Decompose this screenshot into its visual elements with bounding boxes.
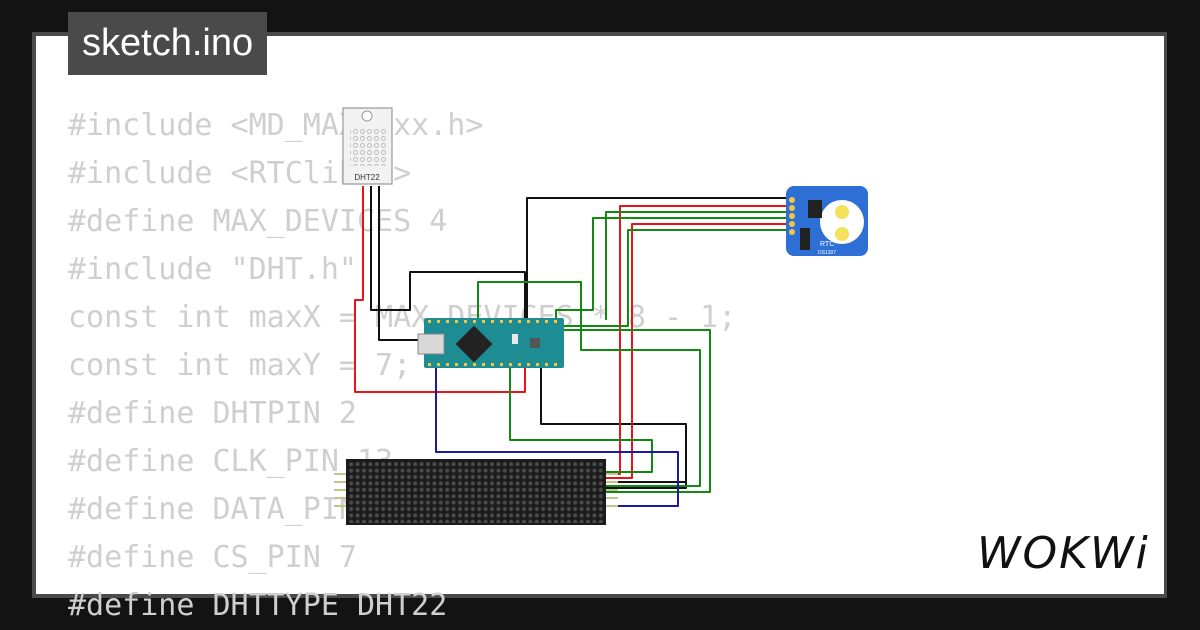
rtc-chip-label: DS1307 <box>818 250 836 256</box>
code-line: const int maxY = 7; <box>68 348 412 383</box>
sensor-grill <box>350 128 386 166</box>
preview-card: #include <MD_MAX72xx.h>#include <RTClib.… <box>36 36 1164 623</box>
wires <box>354 186 792 507</box>
logo-text: WOKWi <box>977 528 1150 579</box>
bottom-pin-row <box>428 363 557 366</box>
led <box>512 334 518 344</box>
file-tab[interactable]: sketch.ino <box>68 12 268 75</box>
wokwi-logo: WOKWi <box>977 528 1150 579</box>
code-line: #define CS_PIN 7 <box>68 540 357 575</box>
battery-holder <box>820 200 864 244</box>
matrix-input-pins <box>334 473 346 507</box>
usb-connector <box>417 333 445 355</box>
matrix-output-pins <box>606 473 618 507</box>
microcontroller-chip <box>455 325 493 363</box>
rtc-pin-row <box>789 197 795 235</box>
code-line: #define DHTPIN 2 <box>68 396 357 431</box>
sensor-label: DHT22 <box>354 173 380 182</box>
reset-button <box>530 338 540 348</box>
arduino-nano[interactable] <box>417 318 564 368</box>
dht22-sensor[interactable]: DHT22 <box>342 107 393 185</box>
code-background: #include <MD_MAX72xx.h>#include <RTClib.… <box>68 102 736 630</box>
led-matrix[interactable] <box>334 459 618 525</box>
rtc-module[interactable]: RTC DS1307 <box>786 186 868 256</box>
top-pin-row <box>428 320 557 323</box>
code-line: #include "DHT.h" <box>68 252 357 287</box>
code-line: #define DHTTYPE DHT22 <box>68 588 448 623</box>
rtc-label: RTC <box>820 241 834 248</box>
rtc-chip <box>808 200 822 218</box>
